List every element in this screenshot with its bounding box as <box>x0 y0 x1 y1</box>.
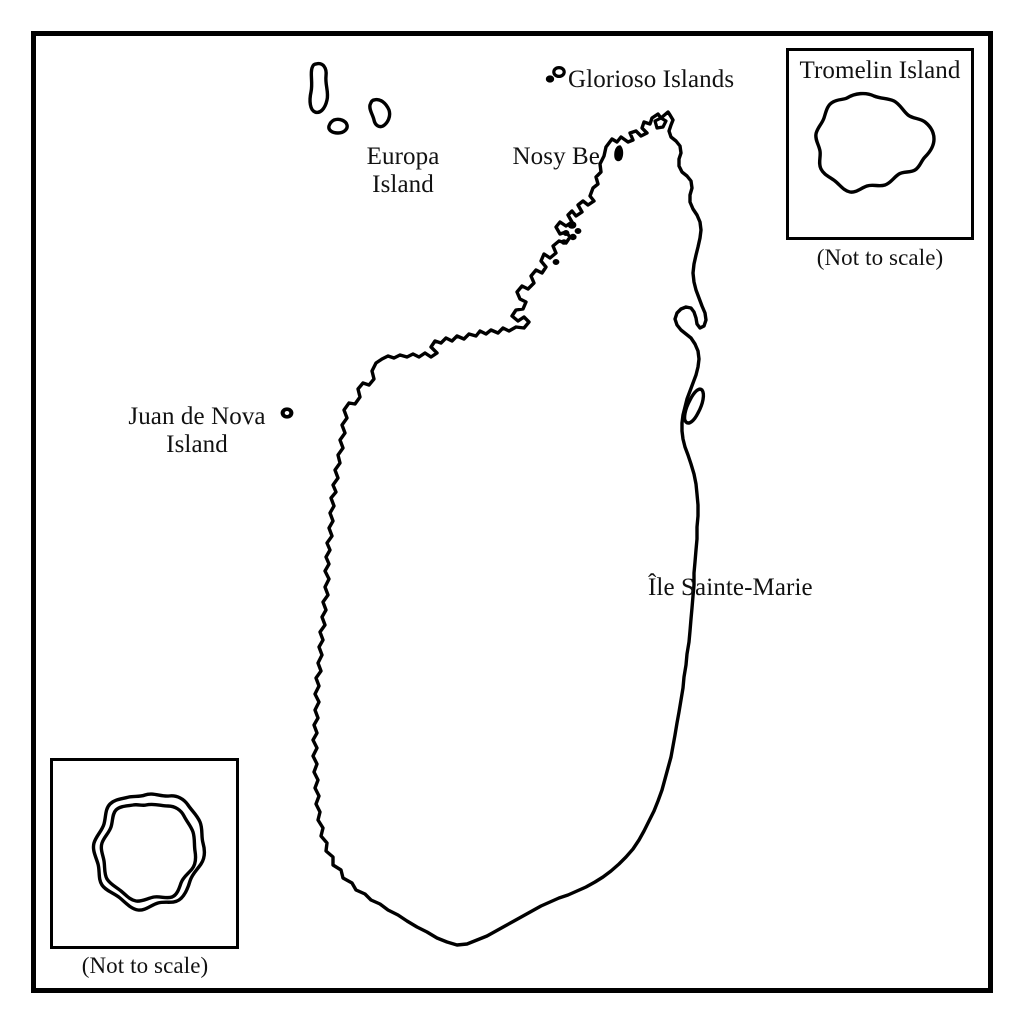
map-frame <box>31 31 993 993</box>
inset-title-tromelin-island: Tromelin Island <box>799 57 961 84</box>
nosy-be-islet <box>614 145 624 162</box>
europa-islets <box>308 61 392 135</box>
northwest-islets <box>552 221 582 265</box>
madagascar-outline <box>311 110 708 947</box>
inset-caption-tromelin-not-to-scale: (Not to scale) <box>816 245 944 270</box>
label-nosy-be: Nosy Be <box>512 143 600 170</box>
atoll-outer-reef-outline <box>91 792 207 912</box>
atoll-inset-box <box>50 758 239 949</box>
inset-caption-atoll-not-to-scale: (Not to scale) <box>81 953 209 978</box>
juan-de-nova-islet <box>280 407 294 419</box>
north-cape-detail <box>653 116 668 130</box>
glorioso-islets <box>545 65 566 83</box>
ile-sainte-marie-islet <box>682 387 706 425</box>
label-ile-sainte-marie: Île Sainte-Marie <box>648 574 813 601</box>
label-glorioso-islands: Glorioso Islands <box>568 66 735 93</box>
atoll-inner-lagoon-outline <box>99 802 198 903</box>
label-juan-de-nova-island: Juan de Nova Island <box>128 403 266 458</box>
tromelin-island-outline <box>814 91 936 194</box>
label-europa-island: Europa Island <box>366 143 440 198</box>
